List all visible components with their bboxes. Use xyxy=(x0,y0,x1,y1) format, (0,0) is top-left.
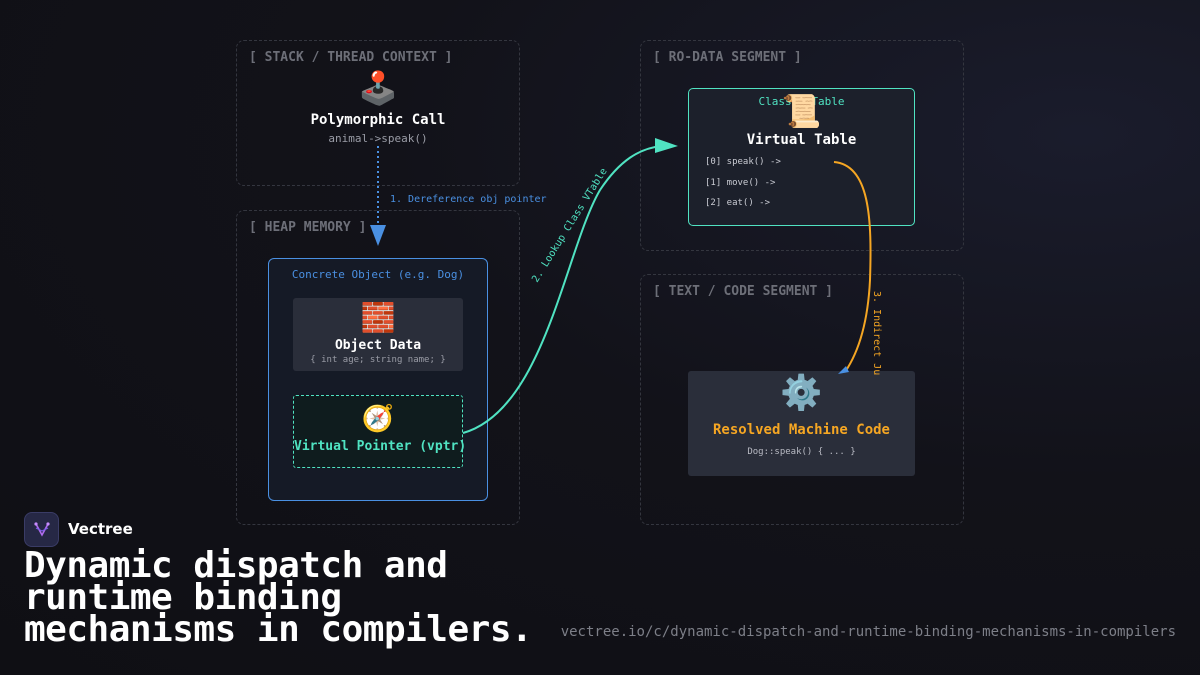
vptr-card: 🧭 Virtual Pointer (vptr) xyxy=(293,395,467,468)
brand-name: Vectree xyxy=(68,520,133,538)
stack-region: [ STACK / THREAD CONTEXT ] xyxy=(236,40,520,186)
heap-region-label: [ HEAP MEMORY ] xyxy=(249,220,367,235)
vptr-title: Virtual Pointer (vptr) xyxy=(294,439,467,454)
vtable-entry-0: [0] speak() -> xyxy=(705,157,781,167)
polymorphic-call-node: 🕹️ Polymorphic Call animal->speak() xyxy=(278,72,478,152)
jump-edge xyxy=(833,161,872,373)
compass-icon: 🧭 xyxy=(361,404,395,434)
brick-icon: 🧱 xyxy=(360,301,396,334)
polymorphic-call-code: animal->speak() xyxy=(328,132,428,145)
vtable-entry-2: [2] eat() -> xyxy=(705,198,771,208)
lookup-arrowhead xyxy=(655,138,678,153)
vtable-label: Class::VTable xyxy=(758,95,845,108)
jump-edge-label: 3. Indirect Ju xyxy=(871,291,882,375)
lookup-edge xyxy=(462,145,663,434)
polymorphic-call-title: Polymorphic Call xyxy=(310,112,446,128)
page-title: Dynamic dispatch and runtime binding mec… xyxy=(24,545,533,650)
text-region: [ TEXT / CODE SEGMENT ] xyxy=(640,274,964,525)
joystick-icon: 🕹️ xyxy=(358,69,398,107)
object-data-fields: { int age; string name; } xyxy=(310,355,446,365)
footer-url[interactable]: vectree.io/c/dynamic-dispatch-and-runtim… xyxy=(560,624,1176,640)
rodata-region: [ RO-DATA SEGMENT ] xyxy=(640,40,964,251)
text-region-label: [ TEXT / CODE SEGMENT ] xyxy=(653,284,834,299)
page-title-line-3: mechanisms in compilers. xyxy=(24,609,533,650)
rodata-region-label: [ RO-DATA SEGMENT ] xyxy=(653,50,802,65)
concrete-object-label: Concrete Object (e.g. Dog) xyxy=(291,268,465,281)
vtable-card: Class::VTable 📜 Virtual Table [0] speak(… xyxy=(688,88,915,226)
machine-code-card: ⚙️ Resolved Machine Code Dog::speak() { … xyxy=(688,371,915,476)
page-title-line-1: Dynamic dispatch and xyxy=(24,545,448,586)
machine-code-title: Resolved Machine Code xyxy=(712,422,890,438)
vectree-logo-icon xyxy=(24,511,59,547)
vtable-entry-1: [1] move() -> xyxy=(705,178,776,188)
object-data-title: Object Data xyxy=(334,338,422,353)
stack-region-label: [ STACK / THREAD CONTEXT ] xyxy=(249,50,453,65)
scroll-icon: 📜 xyxy=(781,92,822,130)
brand: Vectree xyxy=(24,511,133,547)
deref-arrowhead xyxy=(370,225,386,246)
object-data-card: 🧱 Object Data { int age; string name; } xyxy=(293,298,463,371)
machine-code-body: Dog::speak() { ... } xyxy=(747,447,856,457)
vtable-title: Virtual Table xyxy=(746,132,857,148)
heap-region: [ HEAP MEMORY ] xyxy=(236,210,520,525)
deref-edge-label: 1. Dereference obj pointer xyxy=(390,194,547,205)
page-title-line-2: runtime binding xyxy=(24,577,342,618)
gear-icon: ⚙️ xyxy=(780,373,823,413)
jump-arrowhead xyxy=(838,366,849,374)
